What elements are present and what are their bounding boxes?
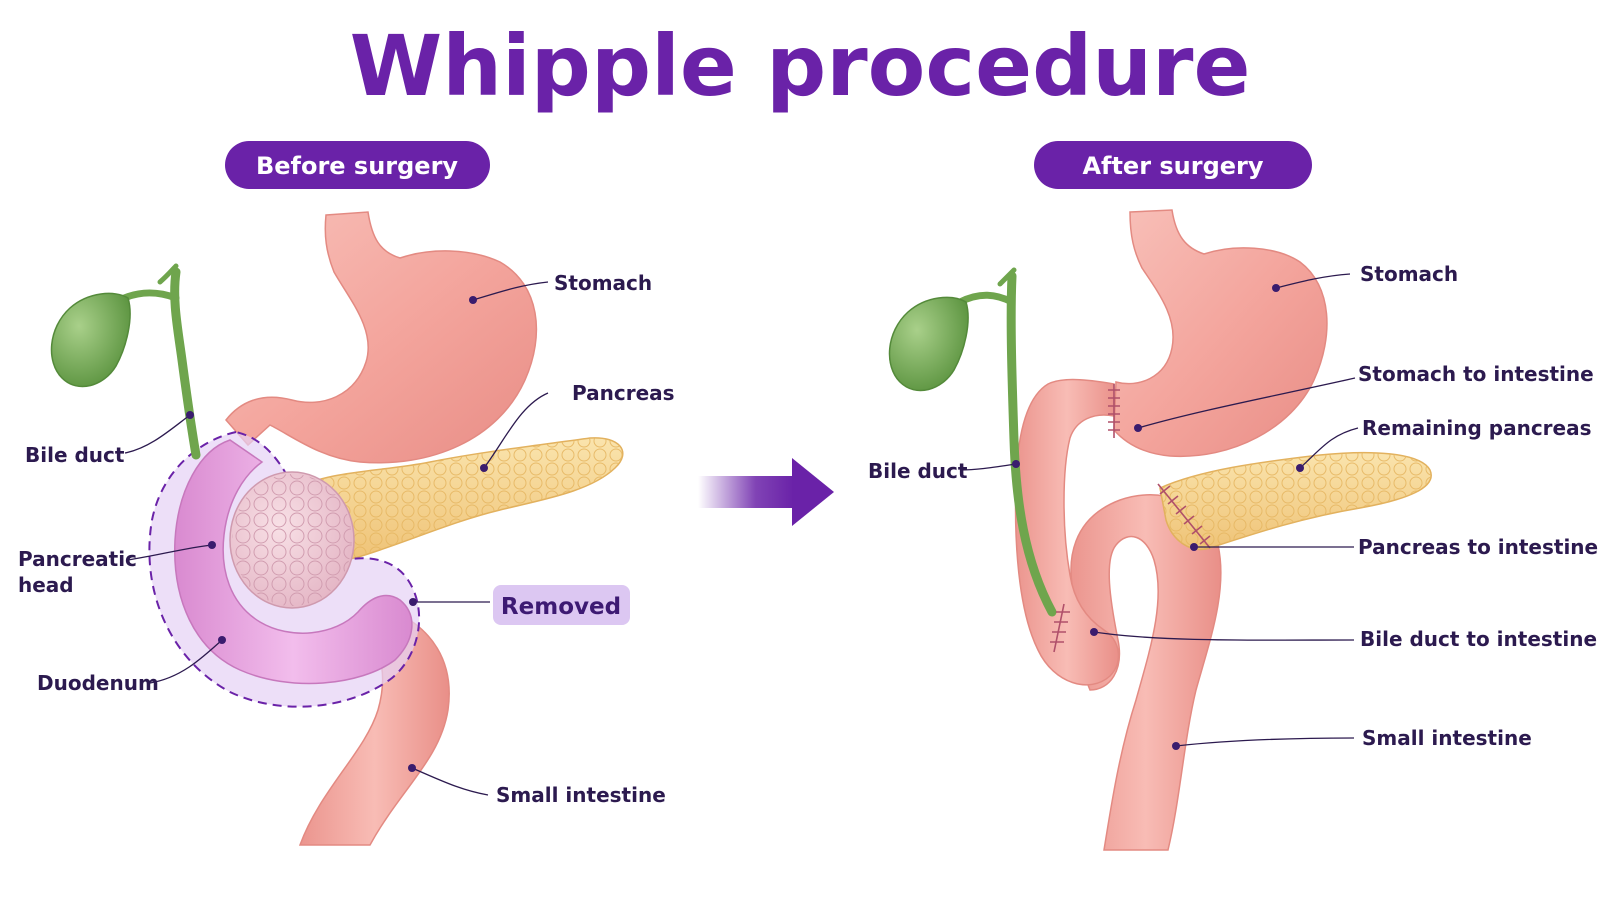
label-after-bile-duct: Bile duct	[868, 459, 968, 483]
label-before-small-intestine: Small intestine	[496, 783, 666, 807]
after-surgery-label: After surgery	[1082, 152, 1263, 180]
label-before-duodenum: Duodenum	[37, 671, 159, 695]
removed-badge: Removed	[493, 585, 630, 625]
label-after-small-intestine: Small intestine	[1362, 726, 1532, 750]
label-bile-duct-to-intestine: Bile duct to intestine	[1360, 627, 1597, 651]
label-before-pancreas: Pancreas	[572, 381, 675, 405]
after-illustration	[890, 210, 1432, 850]
after-surgery-heading: After surgery	[1034, 141, 1312, 189]
right-arrow-icon	[698, 458, 834, 526]
label-remaining-pancreas: Remaining pancreas	[1362, 416, 1592, 440]
before-surgery-heading: Before surgery	[225, 141, 490, 189]
removed-badge-label: Removed	[501, 594, 621, 620]
before-surgery-label: Before surgery	[256, 152, 458, 180]
before-stomach	[226, 212, 536, 463]
label-after-stomach: Stomach	[1360, 262, 1458, 286]
label-pancreatic-head-line1: Pancreatic	[18, 547, 137, 571]
before-gallbladder	[52, 293, 131, 386]
after-gallbladder	[890, 297, 969, 390]
page-title: Whipple procedure	[350, 17, 1251, 115]
before-illustration	[52, 212, 623, 845]
label-stomach-to-intestine: Stomach to intestine	[1358, 362, 1594, 386]
label-pancreas-to-intestine: Pancreas to intestine	[1358, 535, 1598, 559]
label-pancreatic-head-line2: head	[18, 573, 74, 597]
label-before-bile-duct: Bile duct	[25, 443, 125, 467]
after-stomach	[1114, 210, 1327, 456]
label-before-stomach: Stomach	[554, 271, 652, 295]
